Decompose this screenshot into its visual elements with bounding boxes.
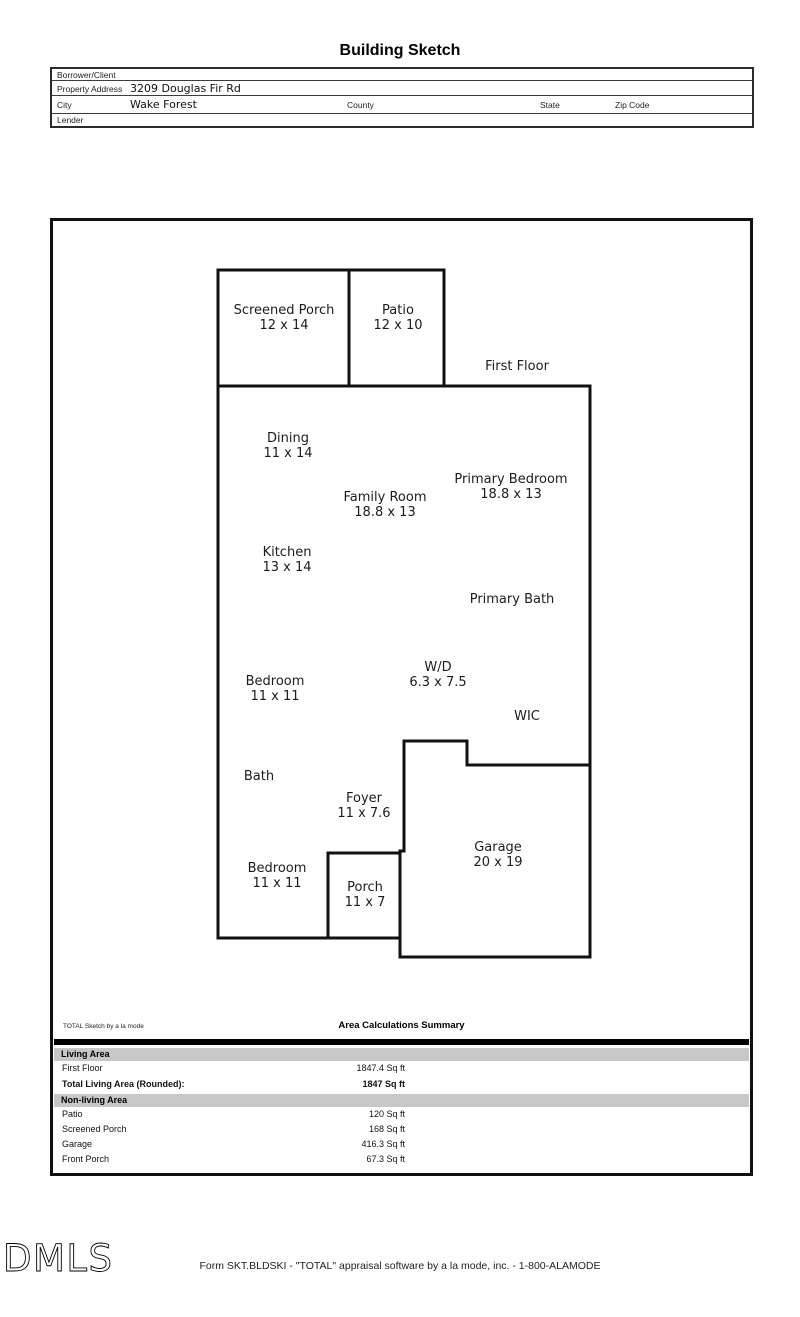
room-label-wd: W/D 6.3 x 7.5 [409,660,466,690]
city-label: City [57,100,72,110]
row-value: 1847 Sq ft [362,1079,405,1089]
row-label: Garage [62,1139,93,1149]
room-label-wic: WIC [514,709,540,724]
row-label: Front Porch [62,1154,110,1164]
table-row-divider [52,95,752,96]
row-label: Patio [62,1109,83,1119]
state-label: State [540,100,560,110]
form-footer-text: Form SKT.BLDSKI - "TOTAL" appraisal soft… [199,1260,601,1272]
summary-table: Living Area 1847.4 Sq ft First Floor 184… [54,1048,749,1167]
living-area-section-header: Living Area [54,1048,749,1061]
room-label-primary-bath: Primary Bath [470,592,555,607]
room-dims: 11 x 7 [344,895,386,910]
room-label-dining: Dining 11 x 14 [263,431,312,461]
room-label-porch: Porch 11 x 7 [345,880,386,910]
room-name: Primary Bedroom [454,472,568,487]
room-dims: 11 x 14 [263,446,313,461]
room-label-family-room: Family Room 18.8 x 13 [344,490,427,520]
room-dims: 11 x 7.6 [337,806,391,821]
row-label: Screened Porch [62,1124,127,1134]
room-label-bedroom-2: Bedroom 11 x 11 [248,861,307,891]
room-dims: 11 x 11 [252,876,302,891]
city-value: Wake Forest [130,98,197,111]
garage-outline [398,739,592,959]
summary-row-total-living: 1847 Sq ft Total Living Area (Rounded): [54,1076,749,1092]
row-label: Total Living Area (Rounded): [62,1079,185,1089]
room-name: Kitchen [262,545,312,560]
area-calc-summary-title: Area Calculations Summary [338,1020,465,1031]
room-name: W/D [424,660,452,675]
borrower-label: Borrower/Client [57,70,116,80]
room-label-garage: Garage 20 x 19 [473,840,522,870]
row-label: First Floor [62,1063,103,1073]
room-dims: 12 x 10 [373,318,423,333]
room-dims: 18.8 x 13 [480,487,542,502]
room-name: Porch [347,880,383,895]
room-name: Dining [267,431,309,446]
zip-code-label: Zip Code [615,100,650,110]
room-name: Primary Bath [469,592,555,607]
room-name: Bedroom [247,861,307,876]
room-dims: 12 x 14 [259,318,309,333]
dmls-logo-text: DMLS [3,1238,114,1280]
row-value: 120 Sq ft [368,1109,405,1119]
page-title: Building Sketch [339,42,461,59]
room-label-screened-porch: Screened Porch 12 x 14 [234,303,335,333]
room-dims: 20 x 19 [473,855,523,870]
summary-row-front-porch: 67.3 Sq ft Front Porch [54,1152,749,1167]
row-value: 168 Sq ft [368,1124,405,1134]
table-row-divider [52,113,752,114]
room-name: Garage [474,840,522,855]
property-address-label: Property Address [57,84,123,94]
room-label-kitchen: Kitchen 13 x 14 [262,545,311,575]
county-label: County [347,100,374,110]
summary-row-patio: 120 Sq ft Patio [54,1107,749,1122]
room-label-patio: Patio 12 x 10 [373,303,422,333]
table-row-divider [52,80,752,81]
summary-divider-bar [54,1039,749,1045]
room-dims: 13 x 14 [262,560,312,575]
room-name: Screened Porch [233,303,335,318]
room-name: Patio [382,303,414,318]
living-area-outline [216,384,592,940]
property-info-table: Borrower/Client Property Address 3209 Do… [50,67,754,128]
room-label-bedroom-1: Bedroom 11 x 11 [246,674,305,704]
row-value: 416.3 Sq ft [361,1139,405,1149]
room-name: Family Room [343,490,427,505]
room-label-bath: Bath [244,769,274,784]
room-label-primary-bedroom: Primary Bedroom 18.8 x 13 [454,472,567,502]
room-name: Bath [243,769,275,784]
room-dims: 11 x 11 [250,689,300,704]
row-value: 67.3 Sq ft [366,1154,405,1164]
room-name: Foyer [345,791,382,806]
room-name: WIC [514,709,540,724]
summary-row-first-floor: 1847.4 Sq ft First Floor [54,1061,749,1076]
lender-label: Lender [57,115,84,125]
room-dims: 18.8 x 13 [354,505,416,520]
floor-label: First Floor [485,359,549,374]
room-name: Bedroom [245,674,305,689]
floorplan-walls [216,268,592,959]
room-dims: 6.3 x 7.5 [409,675,467,690]
sketch-area: First Floor Screened Porch 12 x 14 Patio… [50,218,753,1176]
property-address-value: 3209 Douglas Fir Rd [130,82,241,95]
row-value: 1847.4 Sq ft [356,1063,405,1073]
nonliving-area-section-header: Non-living Area [54,1094,749,1107]
summary-row-screened-porch: 168 Sq ft Screened Porch [54,1122,749,1137]
room-label-foyer: Foyer 11 x 7.6 [337,791,390,821]
total-sketch-watermark: TOTAL Sketch by a la mode [63,1023,144,1030]
summary-row-garage: 416.3 Sq ft Garage [54,1137,749,1152]
dmls-logo: DMLS [3,1238,114,1280]
